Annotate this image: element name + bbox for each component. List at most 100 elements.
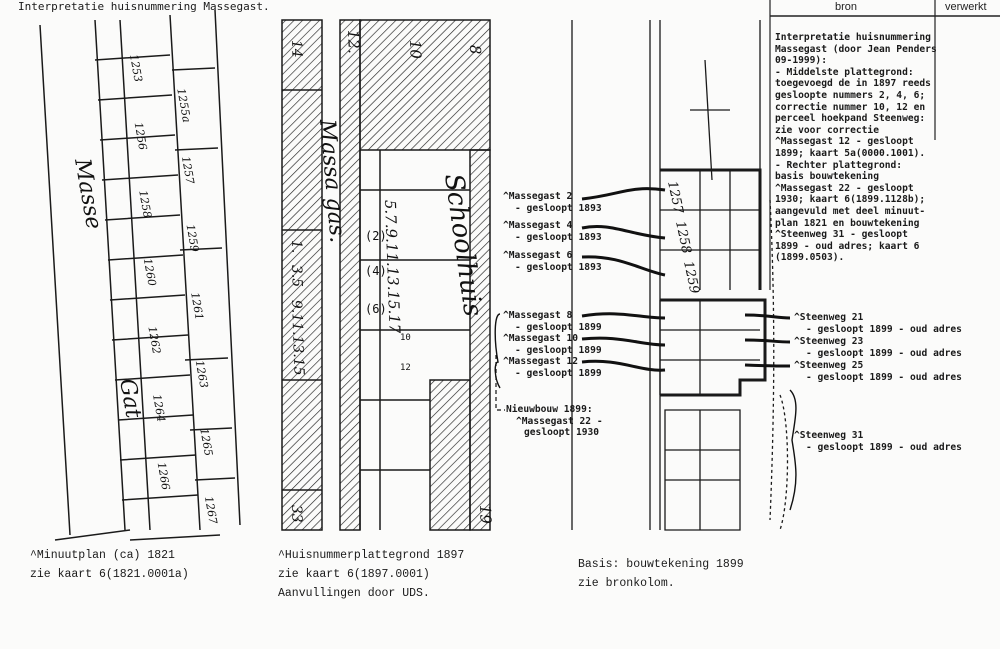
- nieuwbouw-line: Nieuwbouw 1899:: [506, 404, 593, 415]
- steenweg-label: ^Steenweg 23- gesloopt 1899 - oud adres: [794, 336, 962, 359]
- column-header-verwerkt: verwerkt: [945, 1, 987, 13]
- label-name: ^Massegast 4: [503, 220, 573, 231]
- parcel-number: 1258: [136, 189, 154, 219]
- house-number: 19: [476, 505, 495, 525]
- parcel-number: 1263: [193, 359, 211, 389]
- label-name: ^Massegast 2: [503, 191, 573, 202]
- document-title: Interpretatie huisnummering Massegast.: [18, 0, 270, 13]
- label-note: - gesloopt 1893: [515, 202, 602, 214]
- nieuwbouw-line: ^Massegast 22 -: [516, 415, 603, 427]
- parcel-number: 1257: [664, 180, 686, 216]
- parcel-number: 1260: [141, 257, 159, 287]
- house-number: 10: [406, 40, 425, 60]
- house-number: 3.5: [288, 265, 305, 288]
- label-note: - gesloopt 1899 - oud adres: [806, 323, 962, 335]
- massegast-label: ^Massegast 4- gesloopt 1893: [503, 220, 602, 243]
- caption-right: Basis: bouwtekening 1899 zie bronkolom.: [578, 555, 744, 593]
- pointer-arrows: [494, 187, 797, 511]
- parcel-number: 1264: [150, 393, 168, 423]
- steenweg-label: ^Steenweg 25- gesloopt 1899 - oud adres: [794, 360, 962, 383]
- label-name: ^Massegast 10: [503, 333, 579, 344]
- label-note: - gesloopt 1899 - oud adres: [806, 441, 962, 453]
- label-name: ^Massegast 12: [503, 356, 579, 367]
- label-note: - gesloopt 1893: [515, 261, 602, 273]
- label-name: ^Massegast 6: [503, 250, 573, 261]
- parcel-number: 1256: [132, 121, 150, 151]
- label-note: - gesloopt 1893: [515, 231, 602, 243]
- parcel-number: 1259: [680, 260, 702, 295]
- massegast-label: ^Massegast 2- gesloopt 1893: [503, 191, 602, 214]
- bron-line: perceel hoekpand Steenweg:: [775, 113, 926, 125]
- house-number: 33: [288, 505, 305, 523]
- parcel-numbers: 12531255a1256125712581259126012611262126…: [127, 53, 220, 525]
- added-number: 10: [400, 333, 411, 343]
- label-note: - gesloopt 1899 - oud adres: [806, 347, 962, 359]
- right-map-parcels: 1257 1258 1259: [664, 180, 702, 295]
- added-number: (6): [365, 302, 387, 316]
- caption-right-line: zie bronkolom.: [578, 577, 675, 590]
- parcel-number: 1261: [188, 291, 206, 321]
- bron-line: ^Steenweg 31 - gesloopt: [775, 229, 908, 241]
- house-number: 14: [288, 40, 305, 58]
- house-number: 9.11.13.15: [288, 300, 307, 376]
- label-name: ^Massegast 8: [503, 310, 573, 321]
- caption-middle-line: zie kaart 6(1897.0001): [278, 568, 430, 581]
- label-note: - gesloopt 1899: [515, 367, 602, 379]
- house-number: 5.7.9.11.13.15.17: [381, 200, 404, 335]
- parcel-number: 1255a: [174, 87, 193, 123]
- nieuwbouw-text: Nieuwbouw 1899:^Massegast 22 -gesloopt 1…: [506, 404, 603, 439]
- caption-middle: ^Huisnummerplattegrond 1897 zie kaart 6(1…: [278, 546, 464, 603]
- parcel-number: 1258: [672, 220, 694, 255]
- steenweg-label: ^Steenweg 21- gesloopt 1899 - oud adres: [794, 312, 962, 335]
- label-name: ^Steenweg 23: [794, 336, 864, 347]
- bron-line: 09-1999):: [775, 55, 827, 67]
- bron-line: Massegast (door Jean Penders: [775, 43, 937, 55]
- caption-left-line: zie kaart 6(1821.0001a): [30, 568, 189, 581]
- map-huisnummerplattegrond-1897: [281, 19, 491, 531]
- added-number: 12: [400, 363, 411, 373]
- house-number: 8: [466, 45, 484, 55]
- map-bouwtekening-1899: [571, 20, 789, 531]
- parcel-number: 1253: [127, 53, 145, 83]
- bron-line: ^Massegast 12 - gesloopt: [775, 136, 914, 148]
- bron-line: aangevuld met deel minuut-: [775, 205, 926, 217]
- bron-line: - Middelste plattegrond:: [775, 66, 914, 78]
- bron-line: toegevoegd de in 1897 reeds: [775, 78, 931, 90]
- massegast-label: ^Massegast 6- gesloopt 1893: [503, 250, 602, 273]
- parcel-number: 1267: [202, 495, 220, 525]
- label-name: ^Steenweg 31: [794, 430, 864, 441]
- caption-right-line: Basis: bouwtekening 1899: [578, 558, 744, 571]
- label-name: ^Steenweg 21: [794, 312, 864, 323]
- street-label: Masse: [69, 156, 106, 231]
- parcel-number: 1257: [179, 155, 197, 185]
- bron-line: - Rechter plattegrond:: [775, 159, 903, 171]
- label-name: ^Steenweg 25: [794, 360, 864, 371]
- bron-line: zie voor correctie: [775, 124, 879, 136]
- nieuwbouw-line: gesloopt 1930: [524, 427, 600, 439]
- bron-line: 1930; kaart 6(1899.1128b);: [775, 194, 926, 206]
- bron-line: correctie nummer 10, 12 en: [775, 101, 926, 113]
- bron-line: gesloopte nummers 2, 4, 6;: [775, 89, 926, 101]
- bron-line: basis bouwtekening: [775, 171, 879, 183]
- bron-line: ^Massegast 22 - gesloopt: [775, 182, 914, 194]
- map-minuutplan-1821: [39, 9, 241, 541]
- parcel-number: 1259: [184, 223, 202, 253]
- caption-middle-line: Aanvullingen door UDS.: [278, 587, 430, 600]
- added-number: (2): [365, 229, 387, 243]
- steenweg-label: ^Steenweg 31- gesloopt 1899 - oud adres: [794, 430, 962, 453]
- house-number: 1.: [288, 240, 304, 254]
- label-note: - gesloopt 1899 - oud adres: [806, 371, 962, 383]
- added-number: (4): [365, 264, 387, 278]
- massegast-label: ^Massegast 8- gesloopt 1899: [503, 310, 602, 333]
- label-note: - gesloopt 1899: [515, 321, 602, 333]
- parcel-number: 1266: [155, 461, 173, 491]
- caption-middle-line: ^Huisnummerplattegrond 1897: [278, 549, 465, 562]
- bron-line: Interpretatie huisnummering: [775, 32, 931, 43]
- bron-line: 1899; kaart 5a(0000.1001).: [775, 147, 926, 159]
- map-left-labels: Masse Gat: [69, 156, 146, 420]
